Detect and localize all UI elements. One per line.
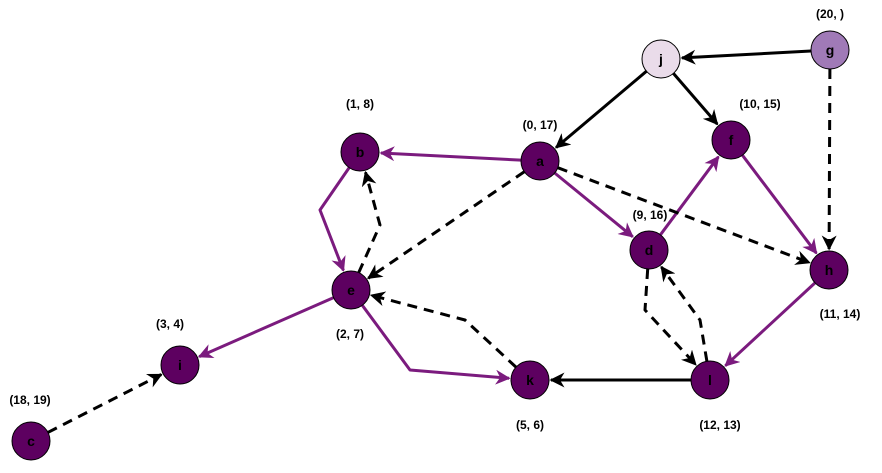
node-circle-f (711, 120, 751, 160)
node-label-j: j (658, 51, 663, 67)
node-j: j (641, 39, 681, 79)
node-circle-d (629, 230, 669, 270)
node-circle-k (510, 360, 550, 400)
node-circle-a (520, 141, 560, 181)
node-label-f: f (729, 132, 734, 148)
node-label-a: a (536, 153, 544, 169)
time-label-a: (0, 17) (523, 118, 558, 132)
node-circle-h (809, 250, 849, 290)
node-circle-b (340, 132, 380, 172)
edge-a-to-h (557, 166, 811, 265)
time-label-i: (3, 4) (156, 317, 184, 331)
node-label-k: k (526, 372, 534, 388)
node-e: e (331, 270, 371, 310)
node-circle-c (11, 421, 51, 461)
node-label-c: c (27, 433, 35, 449)
edge-d-to-f (659, 155, 720, 236)
node-label-h: h (825, 262, 834, 278)
edge-g-to-j (680, 49, 812, 65)
node-circle-g (810, 30, 850, 70)
time-labels-layer: (0, 17) (1, 8) (18, 19) (9, 16) (2, 7) (10, 1… (9, 7, 860, 432)
node-k: k (510, 360, 550, 400)
time-label-l: (12, 13) (699, 418, 740, 432)
edges-layer (47, 49, 837, 434)
node-label-d: d (645, 242, 654, 258)
edge-c-to-i (47, 373, 163, 434)
time-label-h: (11, 14) (820, 307, 861, 321)
node-label-b: b (356, 144, 365, 160)
time-label-c: (18, 19) (9, 393, 50, 407)
node-g: g (810, 30, 850, 70)
edge-e-to-k (361, 304, 511, 385)
edge-d-to-l (643, 268, 697, 366)
edge-a-to-d (553, 171, 634, 238)
node-h: h (809, 250, 849, 290)
edge-f-to-h (741, 154, 818, 255)
node-c: c (11, 421, 51, 461)
node-circle-l (690, 360, 730, 400)
time-label-g: (20, ) (816, 7, 844, 21)
node-label-l: l (708, 372, 712, 388)
edge-b-to-e (318, 166, 351, 272)
edge-j-to-a (554, 70, 648, 149)
edge-a-to-b (379, 146, 522, 162)
edge-e-to-i (197, 296, 335, 359)
node-l: l (690, 360, 730, 400)
node-f: f (711, 120, 751, 160)
edge-h-to-l (724, 281, 817, 367)
node-i: i (160, 345, 200, 385)
edge-j-to-f (672, 72, 719, 126)
node-label-g: g (826, 42, 835, 58)
edge-g-to-h (821, 68, 837, 251)
node-circle-i (160, 345, 200, 385)
edge-a-to-e (367, 170, 526, 280)
node-b: b (340, 132, 380, 172)
time-label-k: (5, 6) (516, 418, 544, 432)
node-circle-e (331, 270, 371, 310)
time-label-f: (10, 15) (739, 97, 780, 111)
node-a: a (520, 141, 560, 181)
edge-l-to-d (660, 265, 709, 362)
node-label-e: e (347, 282, 355, 298)
time-label-b: (1, 8) (346, 97, 374, 111)
time-label-e: (2, 7) (336, 327, 364, 341)
node-circle-j (641, 39, 681, 79)
edge-e-to-b (357, 170, 382, 274)
edge-k-to-e (369, 291, 518, 369)
node-label-i: i (178, 357, 182, 373)
time-label-d: (9, 16) (633, 208, 668, 222)
node-d: d (629, 230, 669, 270)
nodes-layer: a b c d e f g h i j k l (11, 30, 850, 461)
